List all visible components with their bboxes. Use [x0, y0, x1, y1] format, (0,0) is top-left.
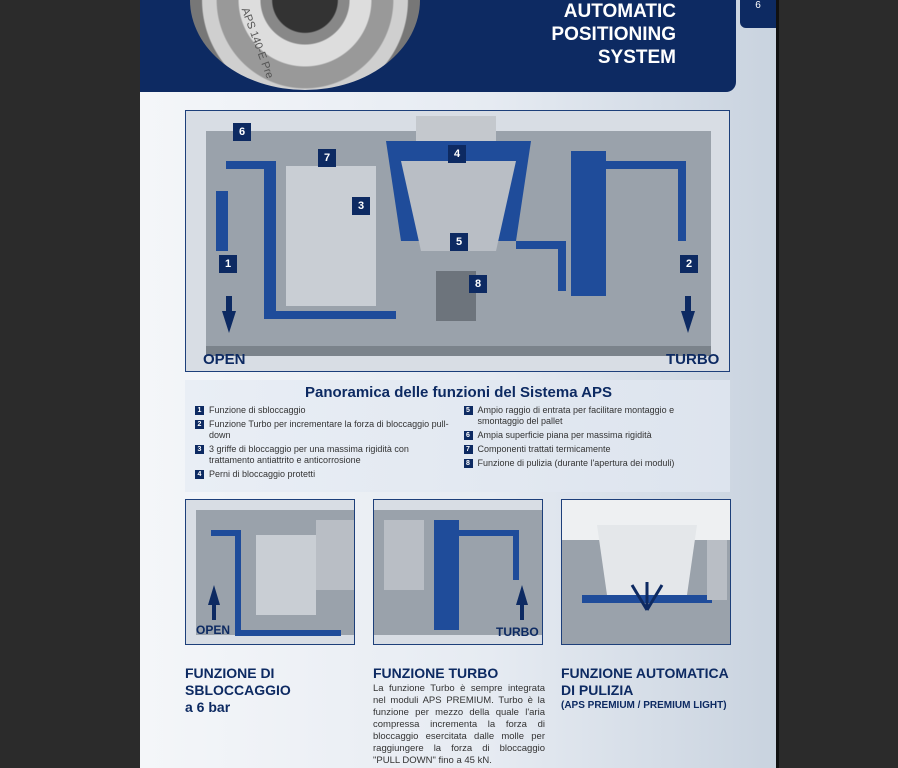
list-item: 2 Funzione Turbo per incrementare la forz…	[195, 419, 454, 441]
title-line: FUNZIONE AUTOMATICA	[561, 665, 729, 681]
callout-3: 3	[352, 197, 370, 215]
callout-6: 6	[233, 123, 251, 141]
turbo-label: TURBO	[666, 351, 720, 368]
cross-section-drawing	[206, 116, 711, 356]
title-line: AUTOMATIC	[563, 1, 676, 22]
open-label: OPEN	[196, 623, 231, 637]
overview-columns: 1 Funzione di sbloccaggio 2 Funzione Turbo…	[195, 405, 722, 480]
list-item: 7 Componenti trattati termicamente	[463, 444, 723, 455]
overview-left-column: 1 Funzione di sbloccaggio 2 Funzione Turbo…	[195, 405, 454, 480]
item-text: 3 griffe di bloccaggio per una massima r…	[209, 444, 409, 465]
list-item: 3 3 griffe di bloccaggio per una massima …	[195, 444, 454, 466]
list-item: 6 Ampia superficie piana per massima rigi…	[463, 430, 723, 441]
page-title: AUTOMATIC POSITIONING SYSTEM	[551, 0, 676, 69]
turbo-diagram: TURBO	[373, 499, 543, 645]
unlock-drawing	[196, 510, 354, 636]
open-label: OPEN	[203, 351, 246, 368]
item-text: Funzione di pulizia (durante l'apertura …	[477, 458, 675, 468]
item-number: 2	[195, 420, 204, 429]
item-text: Ampio raggio di entrata per facilitare m…	[477, 405, 675, 426]
document-page: APS 140-E Pre AUTOMATIC POSITIONING SYST…	[140, 0, 776, 768]
list-item: 4 Perni di bloccaggio protetti	[195, 469, 454, 480]
list-item: 8 Funzione di pulizia (durante l'apertura…	[463, 458, 723, 469]
callout-7: 7	[318, 149, 336, 167]
item-number: 3	[195, 445, 204, 454]
item-text: Funzione Turbo per incrementare la forza…	[209, 419, 449, 440]
callout-1: 1	[219, 255, 237, 273]
item-text: Perni di bloccaggio protetti	[209, 469, 316, 479]
title-line: SYSTEM	[597, 47, 676, 68]
page-tab: 6	[740, 0, 776, 28]
cleaning-diagram	[561, 499, 731, 645]
turbo-description: La funzione Turbo è sempre integrata nel…	[373, 683, 545, 766]
callout-8: 8	[469, 275, 487, 293]
page-edge	[776, 0, 779, 768]
item-number: 1	[195, 406, 204, 415]
item-number: 6	[463, 431, 473, 440]
turbo-label: TURBO	[496, 625, 539, 639]
section-title-cleaning: FUNZIONE AUTOMATICA DI PULIZIA (APS PREM…	[561, 665, 761, 713]
turbo-drawing	[374, 510, 542, 635]
item-text: Ampia superficie piana per massima rigid…	[477, 430, 652, 440]
section-title-turbo: FUNZIONE TURBO	[373, 665, 499, 681]
overview-panel: Panoramica delle funzioni del Sistema AP…	[185, 380, 730, 492]
cleaning-drawing	[562, 500, 730, 644]
title-line: POSITIONING	[551, 24, 676, 45]
list-item: 1 Funzione di sbloccaggio	[195, 405, 454, 416]
title-line: a 6 bar	[185, 699, 231, 715]
callout-2: 2	[680, 255, 698, 273]
callout-4: 4	[448, 145, 466, 163]
item-text: Componenti trattati termicamente	[477, 444, 611, 454]
subtitle: (APS PREMIUM / PREMIUM LIGHT)	[561, 700, 727, 711]
title-line: DI PULIZIA	[561, 682, 634, 698]
main-cross-section-diagram: 6 7 4 3 5 8 1 2 OPEN TURBO	[185, 110, 730, 372]
section-title-unlock: FUNZIONE DI SBLOCCAGGIO a 6 bar	[185, 665, 365, 716]
item-number: 5	[463, 406, 473, 415]
callout-5: 5	[450, 233, 468, 251]
item-number: 7	[463, 445, 473, 454]
product-photo	[190, 0, 420, 90]
header-banner: APS 140-E Pre AUTOMATIC POSITIONING SYST…	[140, 0, 736, 92]
overview-right-column: 5 Ampio raggio di entrata per facilitare …	[463, 405, 723, 480]
unlock-diagram: OPEN	[185, 499, 355, 645]
title-line: FUNZIONE DI SBLOCCAGGIO	[185, 665, 291, 698]
overview-title: Panoramica delle funzioni del Sistema AP…	[304, 384, 613, 401]
item-number: 4	[195, 470, 204, 479]
item-text: Funzione di sbloccaggio	[209, 405, 306, 415]
list-item: 5 Ampio raggio di entrata per facilitare …	[463, 405, 723, 427]
item-number: 8	[463, 459, 473, 468]
